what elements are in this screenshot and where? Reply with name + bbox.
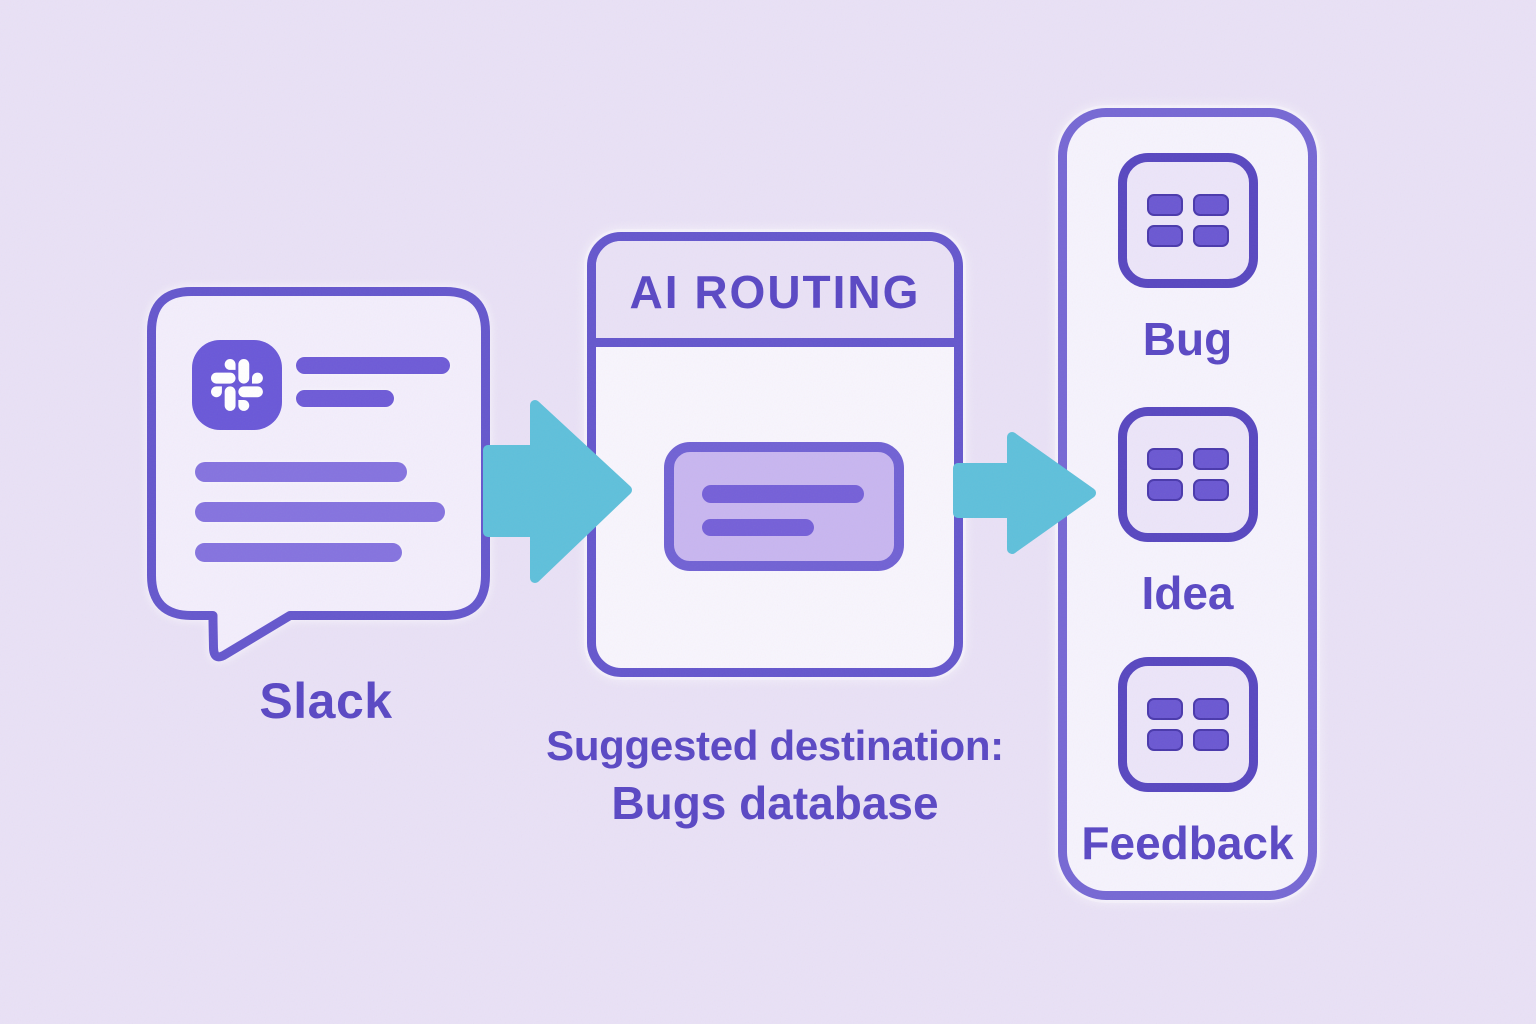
destination-label: Bug [1142,313,1233,365]
database-cell [1192,698,1229,720]
destination-item: Feedback [1067,657,1308,870]
database-icon [1117,153,1258,288]
database-cell [1192,448,1229,470]
database-cell [1146,225,1183,247]
message-line [296,357,450,374]
ai-routing-card: AI ROUTING [587,232,963,677]
slack-icon [192,340,282,430]
database-icon [1117,407,1258,542]
suggestion-prefix: Suggested destination: [546,722,1004,769]
database-grid [1146,698,1229,751]
database-icon [1117,657,1258,792]
database-grid [1146,194,1229,247]
database-cell [1192,479,1229,501]
database-cell [1192,225,1229,247]
message-line [296,390,394,407]
database-cell [1192,194,1229,216]
message-line [702,519,814,536]
database-cell [1146,729,1183,751]
database-cell [1192,729,1229,751]
suggestion-value: Bugs database [611,777,939,829]
database-cell [1146,698,1183,720]
destination-label: Idea [1141,567,1234,619]
message-line [195,462,407,482]
message-line [195,502,445,522]
ai-routing-title: AI ROUTING [629,265,921,318]
database-cell [1146,194,1183,216]
database-grid [1146,448,1229,501]
database-cell [1146,448,1183,470]
slack-logo-icon [211,359,263,411]
destination-item: Bug [1067,153,1308,366]
destination-item: Idea [1067,407,1308,620]
ai-routing-header: AI ROUTING [596,241,954,347]
destination-label: Feedback [1081,817,1294,869]
source-label: Slack [259,673,393,729]
routed-message-chip [664,442,904,571]
message-line [702,485,864,503]
arrow-right-icon [483,400,632,583]
slack-message-card [147,287,490,620]
database-cell [1146,479,1183,501]
message-line [195,543,402,562]
arrow-right-icon [953,432,1096,554]
